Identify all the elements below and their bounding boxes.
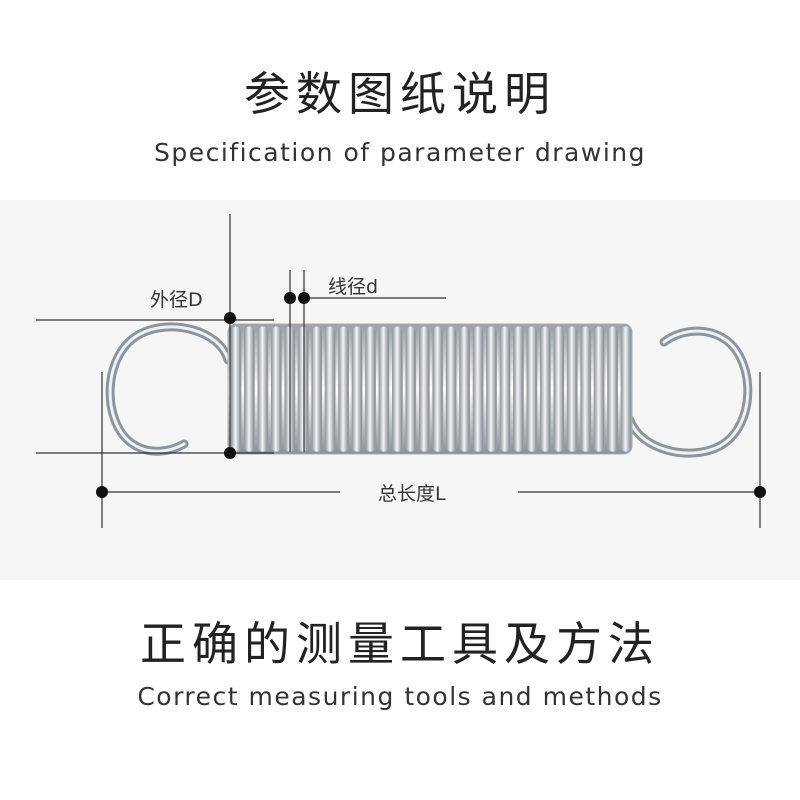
- spring-coil: [257, 325, 269, 453]
- spring-coil: [311, 325, 323, 453]
- spring-coil: [513, 325, 524, 453]
- spring-coil: [607, 325, 618, 453]
- right-hook: [625, 326, 753, 458]
- dimension-markers: [96, 292, 766, 498]
- spring-coil: [243, 325, 255, 453]
- spring-coil: [566, 325, 578, 453]
- spring-coil: [297, 325, 309, 453]
- spring-coil: [230, 325, 242, 453]
- total-length-label: 总长度L: [378, 483, 446, 505]
- wire-diameter-label: 线径d: [328, 276, 378, 298]
- section-subtitle: Correct measuring tools and methods: [137, 682, 663, 711]
- section-title: 正确的测量工具及方法: [140, 617, 660, 671]
- outer-diameter-label: 外径D: [150, 289, 203, 311]
- spring-coil: [472, 325, 484, 453]
- spring-coil: [391, 325, 403, 453]
- left-hook: [105, 322, 233, 456]
- spring-coil: [418, 325, 430, 453]
- spring-coil: [526, 325, 538, 453]
- spring-coil: [620, 325, 632, 453]
- spring-coil: [270, 325, 282, 453]
- spring-coil: [539, 325, 551, 453]
- spring-coil: [405, 325, 417, 453]
- page-title: 参数图纸说明: [244, 67, 556, 121]
- page-subtitle: Specification of parameter drawing: [153, 138, 646, 167]
- spring-coil: [580, 325, 592, 453]
- spring-coil: [351, 325, 363, 453]
- spring-coil: [365, 325, 376, 453]
- spring-coil: [324, 325, 336, 453]
- spring-coils: [230, 325, 632, 453]
- spring-coil: [432, 325, 444, 453]
- spring-coil: [459, 325, 471, 453]
- spring-coil: [338, 325, 350, 453]
- spring-coil: [553, 325, 565, 453]
- spring-coil: [486, 325, 497, 453]
- spring-coil: [378, 325, 390, 453]
- spring-coil: [593, 325, 605, 453]
- spring-coil: [445, 325, 457, 453]
- spring-coil: [499, 325, 511, 453]
